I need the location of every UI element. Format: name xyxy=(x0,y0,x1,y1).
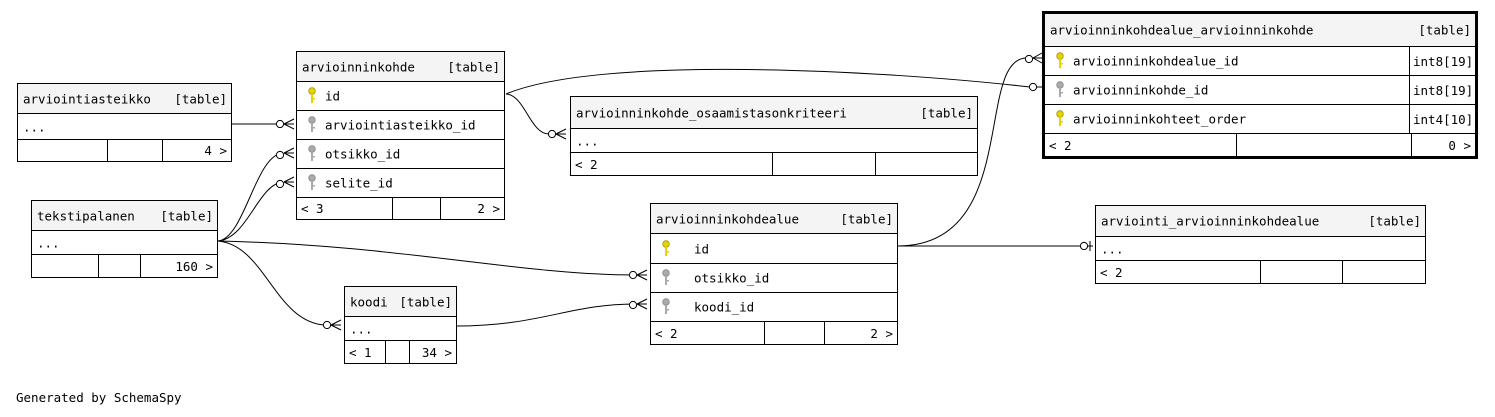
column-type: int4[10] xyxy=(1409,105,1475,133)
table-arviointi-arvioinninkohdealue[interactable]: arviointi_arvioinninkohdealue [table] ..… xyxy=(1095,205,1426,284)
edge-arvioinninkohde-osaamistason xyxy=(505,93,550,135)
table-name: arvioinninkohdealue xyxy=(656,211,799,226)
table-footer: < 2 2 > xyxy=(651,321,897,344)
column-row[interactable]: arvioinninkohde_id int8[19] xyxy=(1045,75,1475,104)
table-body: ... xyxy=(571,128,977,152)
table-tag: [table] xyxy=(840,211,893,226)
child-count[interactable]: 0 > xyxy=(1411,134,1475,156)
table-footer: 4 > xyxy=(18,139,231,161)
table-header: arvioinninkohdealue [table] xyxy=(651,204,897,233)
table-arvioinninkohde[interactable]: arvioinninkohde [table] id arviointiaste… xyxy=(296,51,505,220)
table-arvioinninkohde-osaamistasonkriteeri[interactable]: arvioinninkohde_osaamistasonkriteeri [ta… xyxy=(570,96,978,176)
table-tag: [table] xyxy=(920,105,973,120)
column-type: int8[19] xyxy=(1409,47,1475,75)
table-header: arvioinninkohde_osaamistasonkriteeri [ta… xyxy=(571,97,977,128)
edge-arvioinninkohde-focus xyxy=(505,68,1031,95)
edge-tekstipalanen-kohdealue xyxy=(217,240,636,276)
parent-count[interactable]: < 3 xyxy=(301,201,324,216)
table-arviointiasteikko[interactable]: arviointiasteikko [table] ... 4 > xyxy=(17,83,232,162)
foreign-key-icon xyxy=(662,298,670,314)
edge-tekstipalanen-otsikko xyxy=(217,152,284,242)
child-count[interactable]: 2 > xyxy=(824,322,897,344)
column-row[interactable]: otsikko_id xyxy=(651,263,897,292)
edge-tekstipalanen-selite xyxy=(217,181,284,242)
column-row[interactable]: selite_id xyxy=(297,168,504,197)
table-name: arviointi_arvioinninkohdealue xyxy=(1101,213,1320,229)
column-row[interactable]: id xyxy=(651,233,897,263)
parent-count[interactable]: < 2 xyxy=(1049,137,1072,153)
table-header: koodi [table] xyxy=(345,287,456,316)
table-tag: [table] xyxy=(160,208,213,223)
table-body: ... xyxy=(1096,236,1425,260)
primary-key-icon xyxy=(308,87,316,103)
table-name: arvioinninkohdealue_arvioinninkohde xyxy=(1050,22,1314,38)
table-header: arviointi_arvioinninkohdealue [table] xyxy=(1096,206,1425,236)
parent-count[interactable]: < 1 xyxy=(349,344,372,360)
parent-count[interactable]: < 2 xyxy=(1100,264,1123,280)
table-name: koodi xyxy=(350,294,388,309)
table-arvioinninkohdealue-arvioinninkohde[interactable]: arvioinninkohdealue_arvioinninkohde [tab… xyxy=(1042,11,1478,159)
edge-kohdealue-focus xyxy=(897,57,1027,247)
cardinality-markers xyxy=(275,52,1093,331)
table-body: ... xyxy=(32,230,217,254)
table-name: arvioinninkohde_osaamistasonkriteeri xyxy=(576,105,847,120)
table-tag: [table] xyxy=(1418,22,1471,38)
foreign-key-icon xyxy=(662,269,670,285)
foreign-key-icon xyxy=(308,174,316,190)
table-header: arvioinninkohde [table] xyxy=(297,52,504,81)
table-header: tekstipalanen [table] xyxy=(32,201,217,230)
table-tekstipalanen[interactable]: tekstipalanen [table] ... 160 > xyxy=(31,200,218,278)
edge-koodi-kohdealue xyxy=(455,303,636,327)
primary-key-icon xyxy=(1056,52,1064,68)
generated-by-caption: Generated by SchemaSpy xyxy=(16,390,182,405)
column-row[interactable]: otsikko_id xyxy=(297,139,504,168)
edge-tekstipalanen-koodi xyxy=(217,240,326,326)
parent-count[interactable]: < 2 xyxy=(655,325,678,341)
table-arvioinninkohdealue[interactable]: arvioinninkohdealue [table] id otsikko_i… xyxy=(650,203,898,345)
table-footer: < 2 xyxy=(571,152,977,175)
column-row[interactable]: koodi_id xyxy=(651,292,897,321)
table-footer: < 1 34 > xyxy=(345,340,456,363)
column-row[interactable]: id xyxy=(297,81,504,110)
table-header: arvioinninkohdealue_arvioinninkohde [tab… xyxy=(1045,14,1475,46)
child-count[interactable]: 2 > xyxy=(440,198,504,219)
primary-key-icon xyxy=(1056,110,1064,126)
table-name: arviointiasteikko xyxy=(23,91,151,106)
table-tag: [table] xyxy=(447,59,500,74)
parent-count[interactable]: < 2 xyxy=(575,156,598,172)
table-footer: < 2 0 > xyxy=(1045,133,1475,156)
table-footer: 160 > xyxy=(32,254,217,277)
column-row[interactable]: arvioinninkohdealue_id int8[19] xyxy=(1045,46,1475,75)
table-name: arvioinninkohde xyxy=(302,59,415,74)
table-tag: [table] xyxy=(399,294,452,309)
table-body: ... xyxy=(18,113,231,139)
table-koodi[interactable]: koodi [table] ... < 1 34 > xyxy=(344,286,457,364)
column-row[interactable]: arviointiasteikko_id xyxy=(297,110,504,139)
table-body: ... xyxy=(345,316,456,340)
primary-key-icon xyxy=(662,239,670,256)
foreign-key-icon xyxy=(308,116,316,132)
child-count[interactable]: 160 > xyxy=(140,255,217,277)
column-type: int8[19] xyxy=(1409,76,1475,104)
child-count[interactable]: 34 > xyxy=(409,341,456,363)
child-count[interactable]: 4 > xyxy=(162,140,231,161)
foreign-key-icon xyxy=(308,145,316,161)
foreign-key-icon xyxy=(1056,81,1064,97)
table-tag: [table] xyxy=(174,91,227,106)
table-header: arviointiasteikko [table] xyxy=(18,84,231,113)
table-footer: < 3 2 > xyxy=(297,197,504,219)
table-footer: < 2 xyxy=(1096,260,1425,283)
column-row[interactable]: arvioinninkohteet_order int4[10] xyxy=(1045,104,1475,133)
table-name: tekstipalanen xyxy=(37,208,135,223)
table-tag: [table] xyxy=(1368,213,1421,229)
